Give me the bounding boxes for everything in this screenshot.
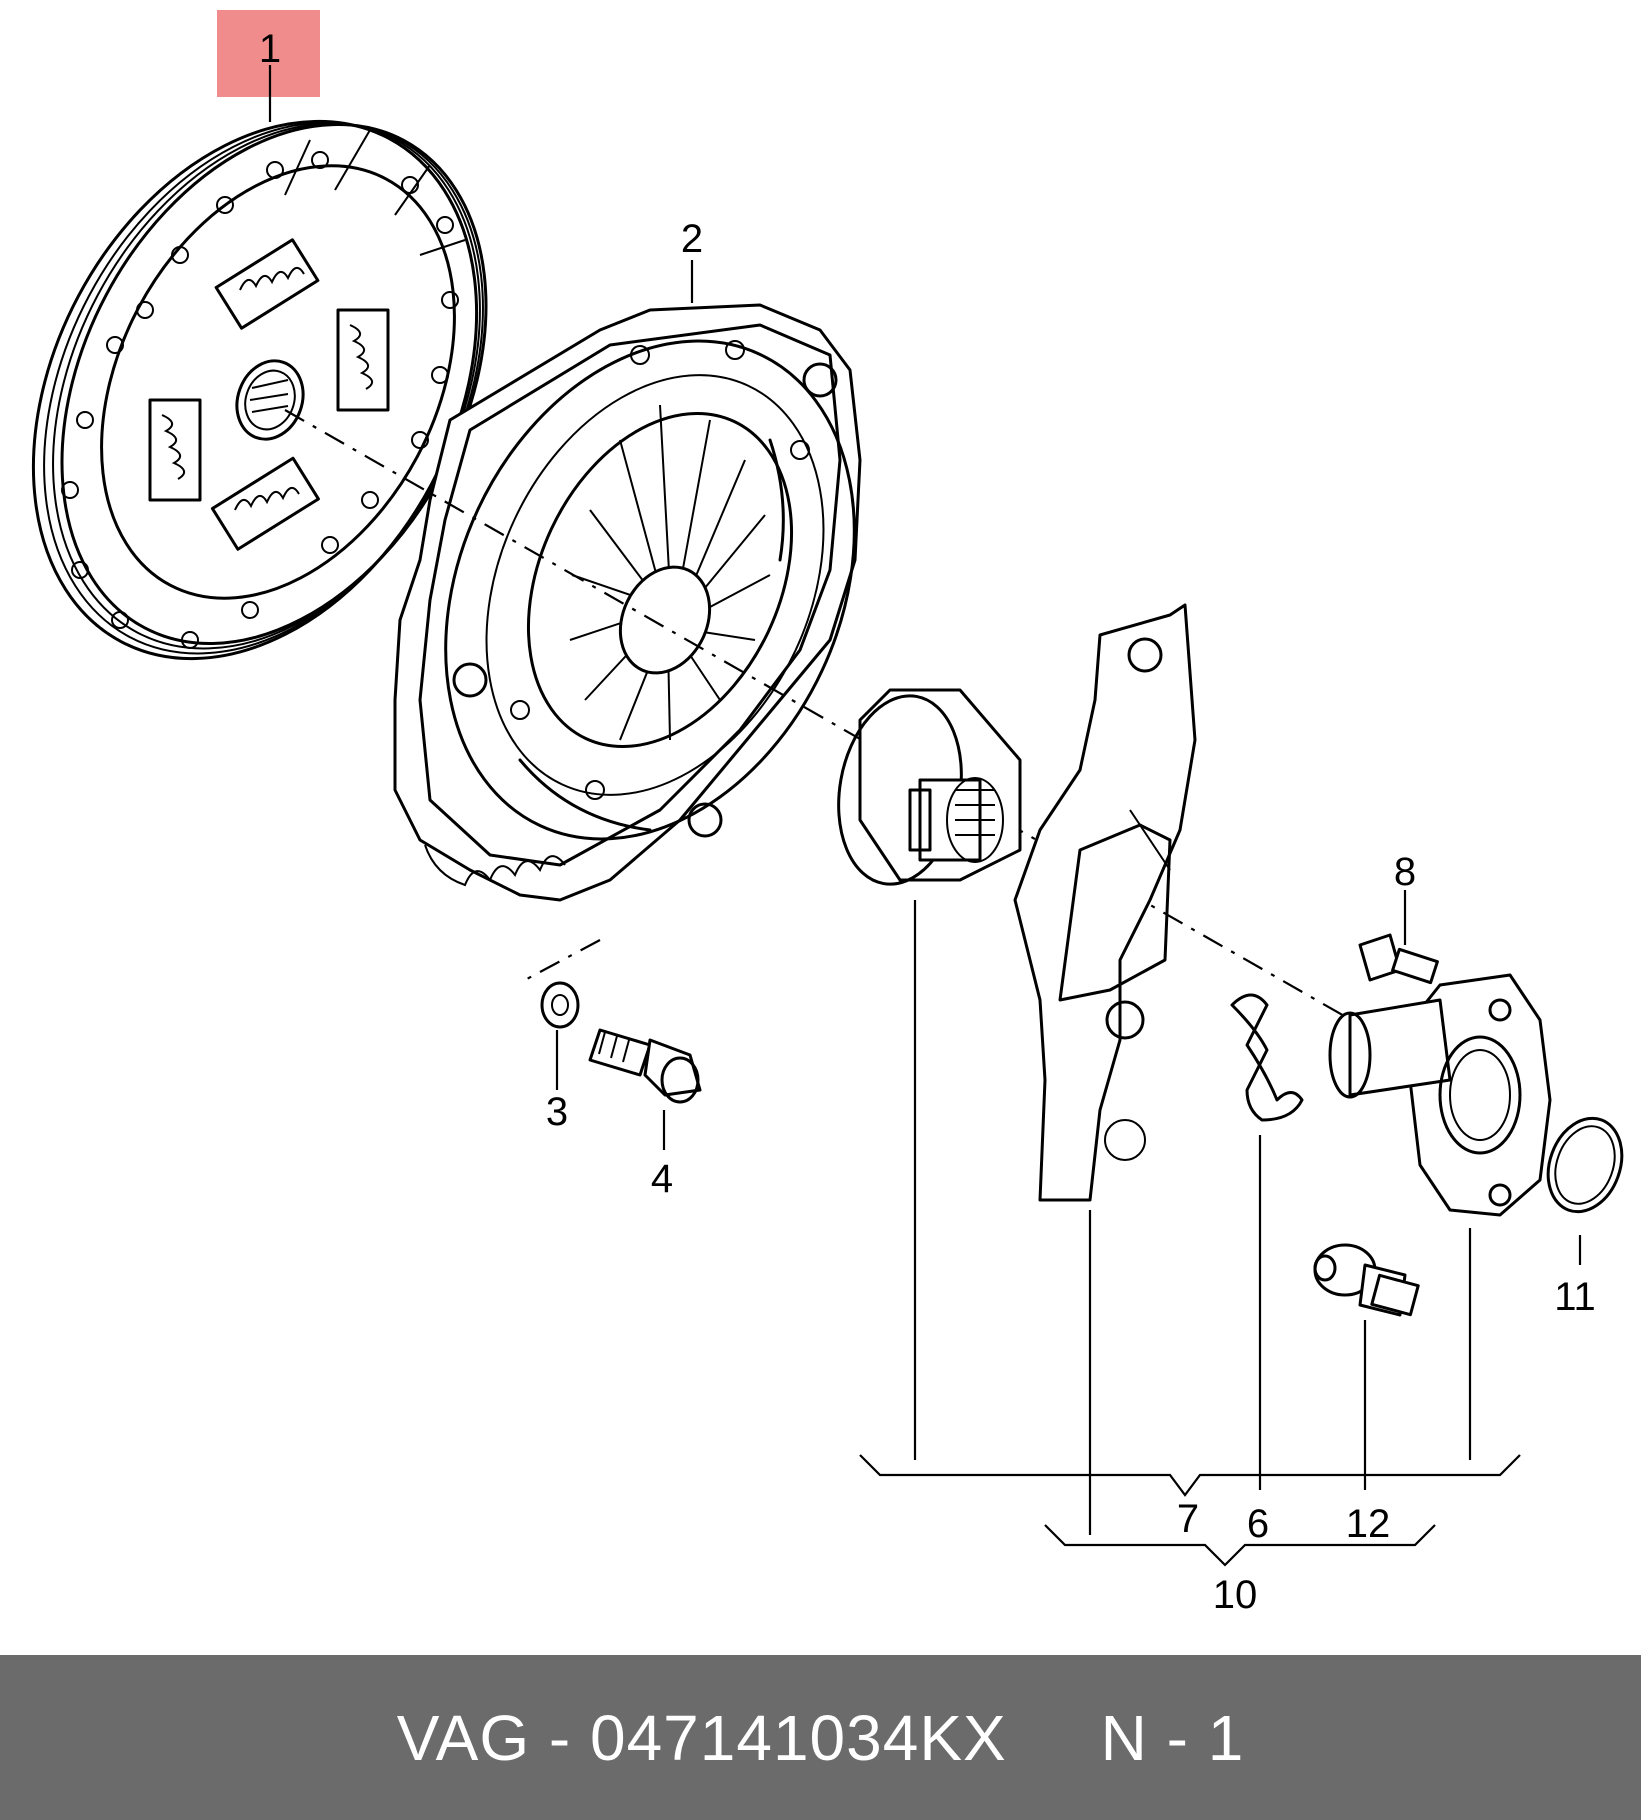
callout-3: 3 bbox=[546, 1090, 568, 1134]
release-bearing-part bbox=[837, 688, 1022, 886]
callout-2: 2 bbox=[681, 217, 703, 261]
part-number-text: VAG - 047141034KX N - 1 bbox=[396, 1701, 1245, 1774]
callout-11: 11 bbox=[1554, 1275, 1596, 1319]
washer-part bbox=[540, 981, 580, 1029]
release-fork-part bbox=[1013, 603, 1197, 1202]
part-number-footer: VAG - 047141034KX N - 1 bbox=[0, 1655, 1641, 1820]
bolt-12-part bbox=[1313, 1243, 1420, 1317]
callout-10: 10 bbox=[1213, 1573, 1258, 1617]
bolt-4-part bbox=[588, 1028, 702, 1104]
bolt-axis-line bbox=[524, 939, 601, 981]
callout-4: 4 bbox=[651, 1157, 673, 1201]
guide-sleeve-part bbox=[1328, 973, 1552, 1217]
spring-clip-part bbox=[1230, 993, 1304, 1122]
callout-1: 1 bbox=[259, 27, 281, 71]
callout-6: 6 bbox=[1247, 1502, 1269, 1546]
callout-1-highlight bbox=[217, 10, 320, 97]
clutch-disc-part bbox=[31, 119, 488, 661]
o-ring-part bbox=[1546, 1116, 1624, 1214]
bracket-7 bbox=[859, 1454, 1521, 1497]
exploded-parts-diagram: 1 2 3 4 8 11 7 6 12 10 bbox=[31, 10, 1624, 1617]
pressure-plate-part bbox=[393, 303, 862, 902]
assembly-axis-line bbox=[284, 409, 1361, 1026]
callout-12: 12 bbox=[1346, 1502, 1391, 1546]
bolt-8-part bbox=[1358, 933, 1439, 985]
callout-7: 7 bbox=[1177, 1497, 1199, 1541]
callout-8: 8 bbox=[1394, 850, 1416, 894]
bracket-10 bbox=[1044, 1524, 1436, 1567]
